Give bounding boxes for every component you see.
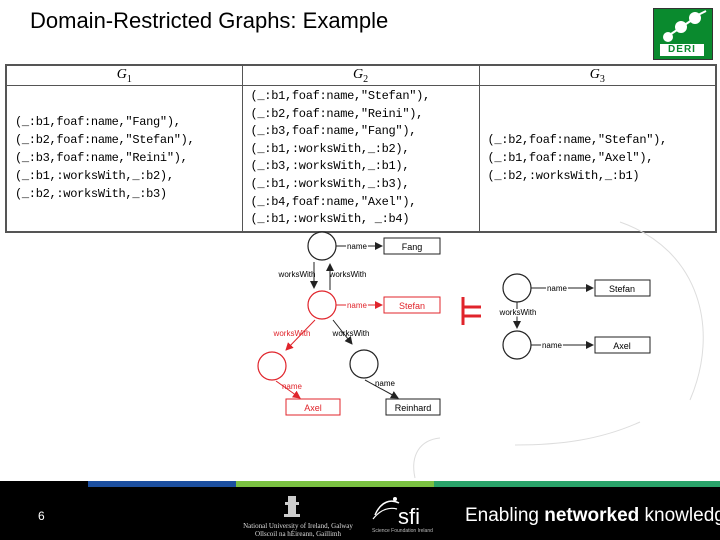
slide-title: Domain-Restricted Graphs: Example <box>30 8 389 33</box>
double-turnstile-icon <box>461 297 481 325</box>
deri-logo: DERI <box>653 8 713 60</box>
edge-label-works-with: worksWith <box>332 329 370 338</box>
nui-line-2: Ollscoil na hÉireann, Gaillimh <box>255 530 341 538</box>
blank-node-top <box>307 231 337 261</box>
g1-triples: (_:b1,foaf:name,"Fang"), (_:b2,foaf:name… <box>5 84 243 233</box>
tagline-pre: Enabling <box>465 505 545 526</box>
table-header-row: G1 G2 G3 <box>5 64 717 86</box>
tagline-post: knowledge. <box>644 505 720 526</box>
g3-triples: (_:b2,foaf:name,"Stefan"), (_:b1,foaf:na… <box>478 84 717 233</box>
footer-strip-teal <box>434 481 720 487</box>
deri-logo-icon <box>663 10 707 42</box>
blank-node-b2 <box>502 273 532 303</box>
triple-line: (_:b3,foaf:name,"Fang"), <box>250 124 417 139</box>
triple-line: (_:b3,:worksWith,_:b1), <box>250 159 410 174</box>
sfi-subtext: Science Foundation Ireland <box>372 528 433 534</box>
triple-line: (_:b3,foaf:name,"Reini"), <box>15 151 188 166</box>
literal-box-stefan <box>383 296 441 314</box>
deri-logo-text: DERI <box>660 44 704 56</box>
sfi-swirl-icon <box>372 497 400 520</box>
triple-line: (_:b2,:worksWith,_:b1) <box>487 169 640 184</box>
triple-line: (_:b1,foaf:name,"Fang"), <box>15 115 181 130</box>
triple-line: (_:b1,foaf:name,"Stefan"), <box>250 89 431 103</box>
footer-strip-blue <box>88 481 236 487</box>
edge-label-works-with: worksWith <box>278 270 316 279</box>
literal-reinhard: Reinhard <box>395 403 432 413</box>
header-g2: G2 <box>241 64 480 86</box>
triple-line: (_:b2,foaf:name,"Stefan"), <box>15 133 195 148</box>
edge-label-name: name <box>547 284 568 293</box>
literal-axel: Axel <box>304 403 322 413</box>
triple-line: (_:b4,foaf:name,"Axel"), <box>250 194 417 209</box>
footer-bar <box>0 487 720 540</box>
page-number: 6 <box>38 509 45 523</box>
literal-box-stefan-right <box>594 279 651 297</box>
nui-emblem-icon <box>284 496 300 517</box>
edge-label-works-with: worksWith <box>329 270 367 279</box>
header-g3: G3 <box>478 64 717 86</box>
literal-stefan: Stefan <box>399 301 425 311</box>
footer-strip-black <box>0 481 88 487</box>
triple-line: (_:b1,:worksWith,_:b2), <box>15 169 174 184</box>
literal-axel-right: Axel <box>613 341 631 351</box>
edge-label-works-with: worksWith <box>499 308 537 317</box>
sfi-logo-text: sfi <box>398 504 420 529</box>
triple-line: (_:b2,foaf:name,"Stefan"), <box>487 133 668 148</box>
edge-label-name: name <box>542 341 563 350</box>
literal-box-axel-right <box>594 336 651 354</box>
literal-box-fang <box>383 237 441 255</box>
literal-fang: Fang <box>402 242 423 252</box>
triple-line: (_:b1,foaf:name,"Axel"), <box>487 151 654 166</box>
edge-label-works-with: worksWith <box>273 329 311 338</box>
footer-strip-green <box>236 481 434 487</box>
edge-label-name: name <box>347 301 368 310</box>
triple-line: (_:b1,:worksWith,_:b2), <box>250 141 410 156</box>
literal-box-axel <box>285 398 341 416</box>
triple-line: (_:b1,:worksWith, _:b4) <box>250 212 410 227</box>
blank-node-left <box>257 351 287 381</box>
edge-label-name: name <box>347 242 368 251</box>
literal-stefan-right: Stefan <box>609 284 635 294</box>
table-body-row: (_:b1,foaf:name,"Fang"), (_:b2,foaf:name… <box>5 84 717 233</box>
edge-label-name: name <box>375 379 396 388</box>
tagline: Enabling networked knowledge. <box>465 505 720 527</box>
nui-name: National University of Ireland, Galway O… <box>233 522 363 538</box>
blank-node-b1 <box>502 330 532 360</box>
tagline-bold: networked <box>544 505 640 526</box>
triple-line: (_:b1,:worksWith,_:b3), <box>250 176 410 191</box>
triple-line: (_:b2,foaf:name,"Reini"), <box>250 106 424 121</box>
nui-line-1: National University of Ireland, Galway <box>243 522 353 530</box>
triple-line: (_:b2,:worksWith,_:b3) <box>15 187 167 202</box>
blank-node-middle <box>307 290 337 320</box>
blank-node-right <box>349 349 379 379</box>
edge-label-name: name <box>282 382 303 391</box>
graphs-table: G1 G2 G3 (_:b1,foaf:name,"Fang"), (_:b2,… <box>5 64 717 233</box>
literal-box-reinhard <box>385 398 441 416</box>
